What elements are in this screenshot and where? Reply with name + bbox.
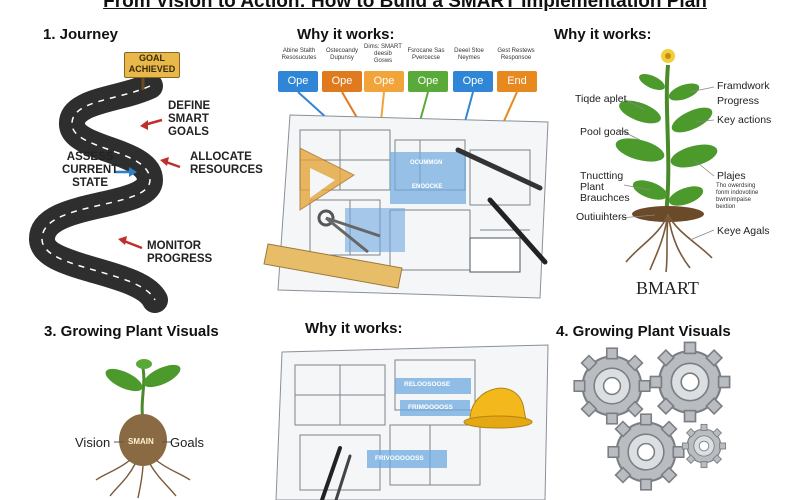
plant-top-heading: Why it works: xyxy=(554,26,652,43)
allocate-resources-label: ALLOCATE RESOURCES xyxy=(190,151,263,177)
monitor-line-1: MONITOR xyxy=(147,240,202,252)
assess-line-1: ASSESS xyxy=(66,151,114,163)
allocate-line-1: ALLOCATE xyxy=(190,151,252,163)
bp-bottom-box-3: FRIVOOOOOSS xyxy=(375,455,424,462)
plant-label-left-6: Outiuihters xyxy=(576,211,627,223)
vision-label: Vision xyxy=(75,435,111,450)
plant-label-left-3: Tnuctting xyxy=(580,170,624,182)
assess-current-state-label: ASSESS CURRENT STATE xyxy=(62,151,118,190)
tag-3: Ope xyxy=(364,71,404,92)
plant-label-left-4: Plant xyxy=(580,181,604,193)
plant-label-left-2: Pool goals xyxy=(580,126,630,138)
bp-bottom-box-2: FRIMOOOOSS xyxy=(408,404,453,411)
sign-line-1: GOAL xyxy=(139,53,165,63)
assess-line-2: CURRENT xyxy=(62,164,119,176)
goal-achieved-sign: GOAL ACHIEVED xyxy=(124,52,180,78)
tag-5: Ope xyxy=(453,71,493,92)
blueprint-box-1: OCUMMGN xyxy=(410,160,443,166)
sign-line-2: ACHIEVED xyxy=(128,64,176,74)
define-smart-goals-label: DEFINE SMART GOALS xyxy=(168,100,210,139)
goals-label: Goals xyxy=(170,435,204,450)
plant-label-left-1: Tiqde aplet xyxy=(575,93,627,105)
plant-label-right-4: Plajes xyxy=(717,170,746,182)
plant-label-left-5: Brauchces xyxy=(580,192,630,204)
allocate-line-2: RESOURCES xyxy=(190,164,263,176)
tag-6: End xyxy=(497,71,537,92)
blueprint-box-2: ENOOCKE xyxy=(412,184,443,190)
monitor-progress-label: MONITOR PROGRESS xyxy=(147,240,212,266)
page-title: From Vision to Action: How to Build a SM… xyxy=(103,0,707,12)
define-line-3: GOALS xyxy=(168,126,209,138)
plant-label-right-5: Tho owerdsing fonm indovotine bwnnimpais… xyxy=(716,183,759,210)
plant-caption: BMART xyxy=(636,278,699,298)
blueprint-top-heading: Why it works: xyxy=(297,26,395,43)
plant-bottom-heading: 3. Growing Plant Visuals xyxy=(44,323,219,340)
define-line-1: DEFINE xyxy=(168,100,211,112)
assess-line-3: STATE xyxy=(72,177,109,189)
plant-label-right-2: Progress xyxy=(717,95,760,107)
blueprint-bottom-heading: Why it works: xyxy=(305,320,403,337)
tag-1: Ope xyxy=(278,71,318,92)
tag-2: Ope xyxy=(322,71,362,92)
define-line-2: SMART xyxy=(168,113,209,125)
bp-bottom-box-1: RELOOSOOSE xyxy=(404,381,451,388)
plant-label-right-1: Framdwork xyxy=(717,80,770,92)
seed-text: SMAIN xyxy=(128,437,154,446)
plant-label-right-6: Keye Agals xyxy=(717,225,770,237)
gears-heading: 4. Growing Plant Visuals xyxy=(556,323,731,340)
monitor-line-2: PROGRESS xyxy=(147,253,213,265)
journey-heading: 1. Journey xyxy=(43,26,119,43)
plant-label-right-3: Key actions xyxy=(717,114,772,126)
tag-4: Ope xyxy=(408,71,448,92)
